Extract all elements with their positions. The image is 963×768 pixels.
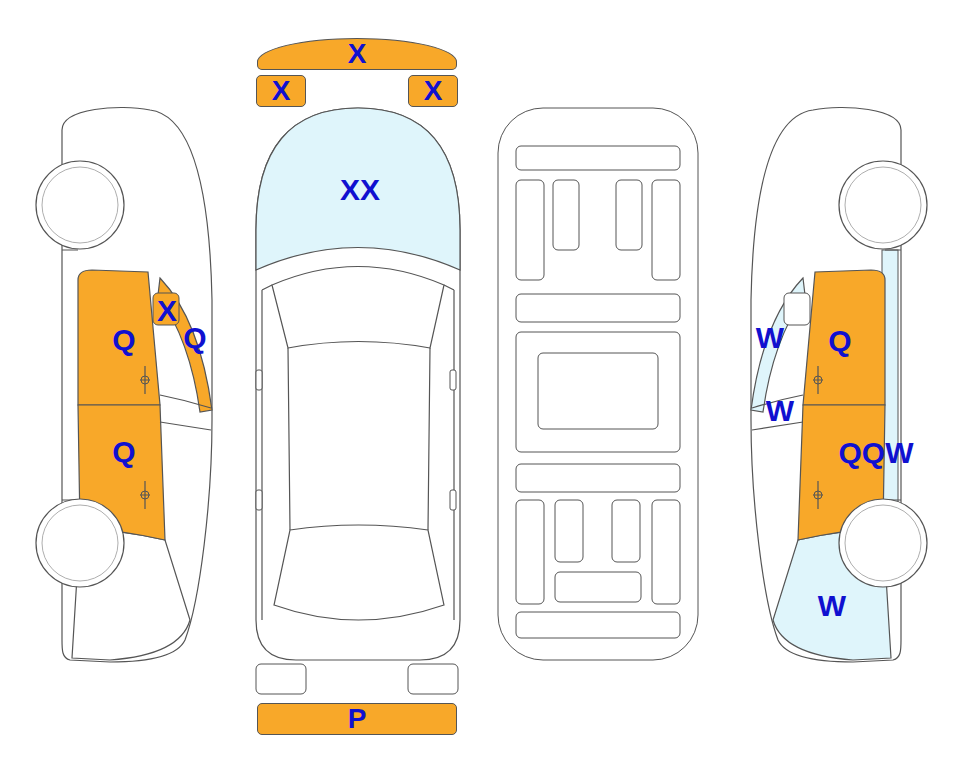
underside-part [516, 294, 680, 322]
tail-lamp [408, 664, 458, 694]
door-handle [814, 491, 822, 499]
underside-part [616, 180, 642, 250]
door-handle [450, 490, 456, 510]
damage-code: Q [183, 323, 206, 353]
wheel [839, 161, 927, 249]
window-line [160, 422, 211, 430]
door-handle [140, 481, 150, 509]
underside-part [516, 464, 680, 492]
door-handle [813, 481, 823, 509]
damage-code: W [818, 591, 846, 621]
body-line [62, 250, 78, 500]
side-line [262, 285, 454, 620]
door-handle [256, 370, 262, 390]
underside-part [516, 146, 680, 170]
underside-part [516, 500, 544, 604]
front-door [803, 270, 885, 405]
underside-part [516, 332, 680, 452]
underside-body [498, 108, 698, 660]
side-mirror [784, 293, 810, 325]
front-door [78, 270, 160, 405]
damage-code: Q [828, 326, 851, 356]
damage-code: X [424, 77, 443, 105]
damage-code: X [157, 296, 177, 326]
underside-part [553, 180, 579, 250]
door-handle [813, 366, 823, 394]
rear-bumper: P [257, 703, 457, 735]
damage-code: W [766, 396, 794, 426]
underside-part [612, 500, 640, 562]
headlamp: X [408, 75, 458, 107]
wheel [36, 499, 124, 587]
hood [256, 108, 460, 270]
door-handle [140, 366, 150, 394]
car-top-body [256, 108, 460, 660]
wheel [42, 505, 118, 581]
roof-line [288, 348, 430, 530]
damage-code: W [756, 323, 784, 353]
underside-part [652, 500, 680, 604]
wheel [839, 499, 927, 587]
rear-window [274, 525, 444, 620]
damage-code: XX [340, 175, 380, 205]
windshield [272, 267, 444, 349]
underside-part [555, 500, 583, 562]
wheel [36, 161, 124, 249]
wheel [845, 505, 921, 581]
door-handle [141, 491, 149, 499]
underside-part [516, 612, 680, 638]
door-handle [141, 376, 149, 384]
underside-part [538, 353, 658, 429]
door-handle [814, 376, 822, 384]
underside-part [652, 180, 680, 280]
front-bumper: X [257, 38, 457, 70]
headlamp: X [256, 75, 306, 107]
tail-lamp [256, 664, 306, 694]
door-handle [450, 370, 456, 390]
damage-code: X [348, 40, 367, 68]
underside-part [555, 572, 641, 602]
damage-code: P [348, 705, 367, 733]
door-handle [256, 490, 262, 510]
window-line [160, 395, 211, 408]
damage-code: X [272, 77, 291, 105]
wheel [42, 167, 118, 243]
damage-code: QQW [839, 438, 914, 468]
damage-code: Q [112, 325, 135, 355]
damage-code: Q [112, 437, 135, 467]
underside-part [516, 180, 544, 280]
side-mirror [153, 293, 179, 325]
wheel [845, 167, 921, 243]
